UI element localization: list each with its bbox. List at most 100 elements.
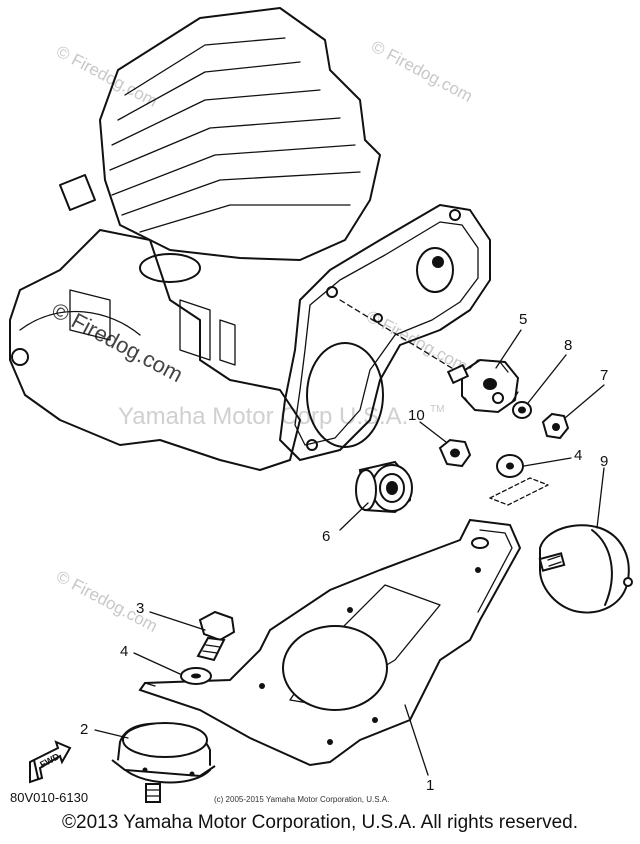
flange-bolt-hole [373, 313, 383, 323]
part-7-nut [541, 412, 570, 440]
fin-line [139, 204, 351, 233]
gearcase-boss-hole [432, 256, 444, 268]
fin-line [121, 171, 361, 216]
leader-4-lower [133, 652, 181, 675]
callout-5: 5 [519, 311, 527, 328]
gearcase-boss [416, 247, 454, 293]
flange-bolt-hole [449, 209, 461, 221]
small-copyright: (c) 2005-2015 Yamaha Motor Corporation, … [214, 795, 389, 804]
part-9-nub [623, 577, 633, 587]
leader-3 [149, 611, 206, 631]
bracket-hole [475, 567, 481, 573]
gearcase-flange [279, 204, 491, 461]
bracket-tab-edge [477, 529, 513, 613]
fwd-arrow-stripe [33, 759, 39, 779]
part-9-threads [547, 555, 562, 567]
bracket-hole [327, 739, 333, 745]
bracket-hole [259, 683, 265, 689]
leader-6 [339, 502, 369, 531]
gearcase-inner-edge [294, 221, 479, 446]
cylinder-head-outline [99, 7, 381, 261]
part-6-inner-ring [379, 473, 405, 503]
spark-plug-boss [59, 174, 96, 211]
part-10-nut [438, 438, 472, 468]
part-5-center [483, 378, 497, 390]
watermark-firedog: © Firedog.com [363, 307, 471, 376]
flange-bolt-hole [326, 286, 338, 298]
fin-line [124, 37, 286, 96]
part-4-hole [506, 462, 514, 470]
callout-6: 6 [322, 528, 330, 545]
part-3-bolt [196, 610, 236, 662]
watermark-yamaha: Yamaha Motor Corp U.S.A. [118, 403, 408, 430]
watermark-tm: TM [430, 404, 444, 415]
crankcase-bolt [11, 348, 29, 366]
alignment-guide [489, 477, 549, 506]
part-4-washer-upper [496, 454, 524, 478]
part-2-top [122, 722, 208, 758]
callout-8: 8 [564, 337, 572, 354]
part-4-lower-hole [191, 673, 201, 679]
fwd-arrow: FWD [29, 740, 72, 784]
watermark-firedog: © Firedog.com [53, 567, 161, 636]
bracket-edge [139, 682, 156, 691]
part-5-teeth [464, 359, 519, 406]
intake-port [139, 253, 201, 283]
crankcase-rib [179, 299, 211, 361]
part-8-hole [518, 406, 526, 414]
leader-2 [94, 729, 129, 739]
callout-4-upper: 4 [574, 447, 582, 464]
part-2-hole [142, 767, 148, 773]
watermark-firedog: © Firedog.com [368, 37, 476, 106]
callout-7: 7 [600, 367, 608, 384]
part-2-flange [111, 759, 216, 778]
part-3-shank [196, 636, 226, 662]
part-6-bore [386, 481, 398, 495]
part-8-washer [512, 401, 532, 419]
part-5-stud [446, 363, 470, 385]
callout-1: 1 [426, 777, 434, 794]
leader-7 [564, 384, 605, 419]
part-9-mount [538, 524, 633, 614]
leader-4-upper [523, 457, 572, 467]
leader-9 [596, 467, 605, 529]
footer-copyright: ©2013 Yamaha Motor Corporation, U.S.A. A… [62, 812, 578, 833]
leader-8 [527, 354, 567, 404]
bracket-slot-hole [471, 537, 489, 549]
gearcase-bore [306, 342, 384, 448]
part-5-damper [446, 358, 520, 414]
crankcase-detail [19, 310, 141, 336]
part-1-bracket [138, 518, 522, 767]
callout-3: 3 [136, 600, 144, 617]
part-9-stud [538, 552, 566, 572]
part-2-stud [145, 783, 161, 803]
part-6-rear [355, 469, 377, 511]
leader-10 [419, 421, 447, 443]
fin-line [111, 144, 356, 196]
bracket-cutout [282, 625, 388, 711]
part-2-threads [146, 789, 160, 797]
leader-1 [404, 704, 429, 776]
bracket-hole [372, 717, 378, 723]
callout-10: 10 [408, 407, 425, 424]
diagram-code: 80V010-6130 [10, 790, 88, 805]
leader-lines [94, 329, 605, 776]
fin-line [111, 89, 321, 146]
callouts: 5 8 7 10 4 9 6 3 4 2 1 [80, 311, 608, 794]
fin-line [117, 61, 301, 121]
part-3-head [198, 610, 236, 642]
assembly-line [339, 299, 456, 371]
engine-block [9, 7, 491, 471]
crankcase-port [69, 289, 111, 341]
leader-5 [495, 329, 522, 369]
fin-line [109, 117, 341, 171]
callout-2: 2 [80, 721, 88, 738]
fwd-arrow-shape [29, 740, 72, 784]
part-6-bushing [355, 460, 413, 514]
callout-4-lower: 4 [120, 643, 128, 660]
part-10-hole [450, 448, 460, 458]
callout-9: 9 [600, 453, 608, 470]
part-2-mount [111, 722, 216, 803]
part-2-hole [189, 771, 195, 777]
